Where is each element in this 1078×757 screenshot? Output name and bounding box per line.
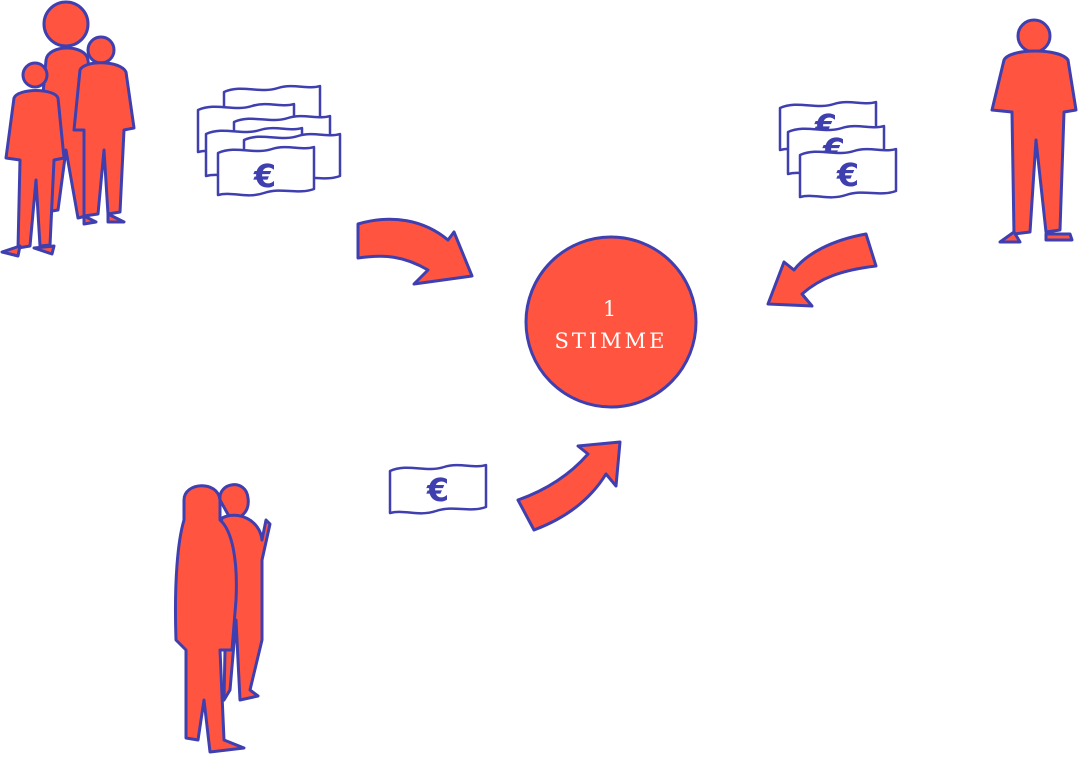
euro-sign: € xyxy=(253,157,276,195)
euro-sign: € xyxy=(836,156,859,194)
two-people-icon xyxy=(173,483,272,754)
banknote-stack-medium-icon: € € € xyxy=(778,100,898,199)
single-person-icon xyxy=(990,18,1078,244)
vote-circle: 1 STIMME xyxy=(524,235,698,409)
person-hooded-icon xyxy=(173,484,246,754)
single-banknote-icon: € xyxy=(388,463,488,515)
banknote-stack-large-icon: € xyxy=(196,84,342,197)
curved-arrow-icon xyxy=(766,232,878,308)
euro-sign: € xyxy=(426,471,449,509)
curved-arrow-icon xyxy=(516,440,622,532)
curved-arrow-icon xyxy=(356,217,474,286)
person-left-icon xyxy=(0,61,66,258)
vote-label: STIMME xyxy=(554,329,667,353)
group-of-three-people-icon xyxy=(0,0,136,258)
person-right-icon xyxy=(72,35,136,226)
vote-count: 1 xyxy=(603,297,619,321)
